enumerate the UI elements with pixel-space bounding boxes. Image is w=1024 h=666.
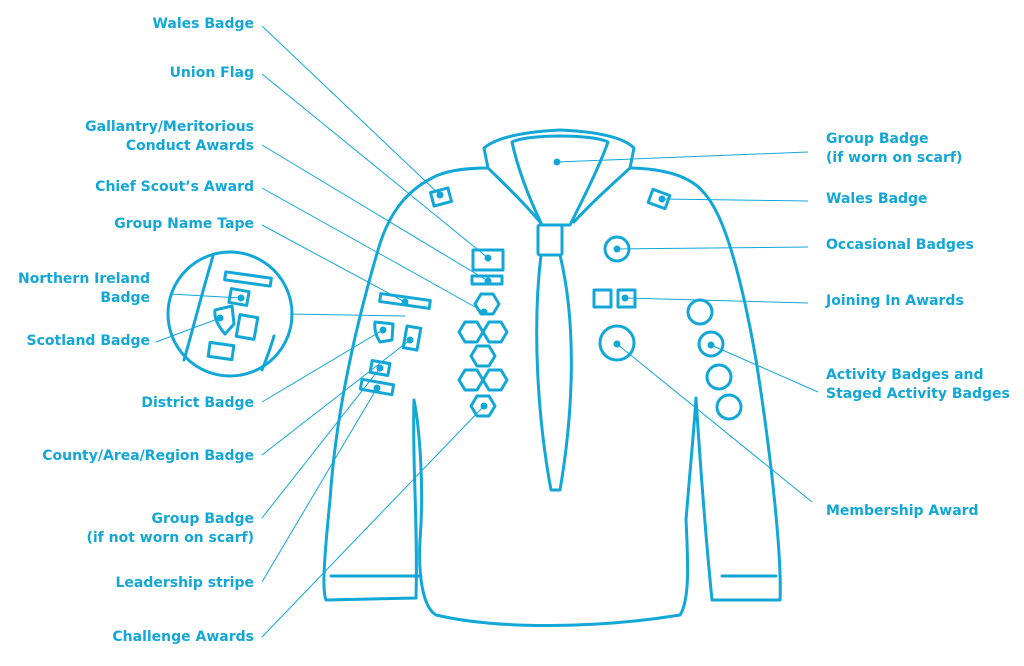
union-flag-shape xyxy=(471,248,505,272)
inset-sleeve-edge-1 xyxy=(182,254,215,362)
label-chief-scouts-award: Chief Scout’s Award xyxy=(95,179,254,195)
scarf-tail xyxy=(535,253,573,492)
label-leadership-stripe: Leadership stripe xyxy=(115,575,254,591)
label-occasional-badges: Occasional Badges xyxy=(826,237,974,253)
label-group-name-tape: Group Name Tape xyxy=(114,216,254,232)
scarf-woggle xyxy=(536,223,564,257)
label-union-flag: Union Flag xyxy=(169,65,254,81)
leadership-stripe-shape xyxy=(358,377,396,397)
label-wales-badge-right: Wales Badge xyxy=(826,191,928,207)
district-badge-shape xyxy=(373,320,395,344)
label-county-area-region-badge: County/Area/Region Badge xyxy=(42,448,254,464)
membership-award-shape xyxy=(598,324,636,362)
collar-outline xyxy=(430,128,690,182)
county-badge-shape xyxy=(401,324,423,352)
wales-badge-right-shape xyxy=(646,187,672,211)
label-challenge-awards: Challenge Awards xyxy=(112,629,254,645)
wales-badge-left-shape xyxy=(428,186,454,208)
label-group-badge-on-scarf: Group Badge(if worn on scarf) xyxy=(826,131,963,166)
inset-magnifier-circle xyxy=(166,250,294,378)
collar-inner-left xyxy=(486,166,542,224)
inset-county-badge xyxy=(234,313,260,341)
inset-small-badge xyxy=(206,340,236,362)
label-wales-badge-left: Wales Badge xyxy=(152,16,254,32)
label-joining-in-awards: Joining In Awards xyxy=(826,293,964,309)
inset-northern-ireland-badge xyxy=(227,287,251,307)
inset-scotland-badge xyxy=(213,304,236,336)
scarf-outline xyxy=(510,134,610,227)
label-group-badge-not-on-scarf: Group Badge(if not worn on scarf) xyxy=(86,511,254,546)
collar-inner-right xyxy=(572,166,632,224)
label-scotland-badge: Scotland Badge xyxy=(26,333,150,349)
challenge-awards-hexagons xyxy=(457,292,509,418)
inset-group-name-tape xyxy=(223,270,273,288)
joining-in-award-1 xyxy=(592,288,613,309)
label-district-badge: District Badge xyxy=(141,395,254,411)
inset-sleeve-edge-2 xyxy=(260,334,276,372)
label-membership-award: Membership Award xyxy=(826,503,979,519)
shirt-body-outline xyxy=(322,176,782,627)
